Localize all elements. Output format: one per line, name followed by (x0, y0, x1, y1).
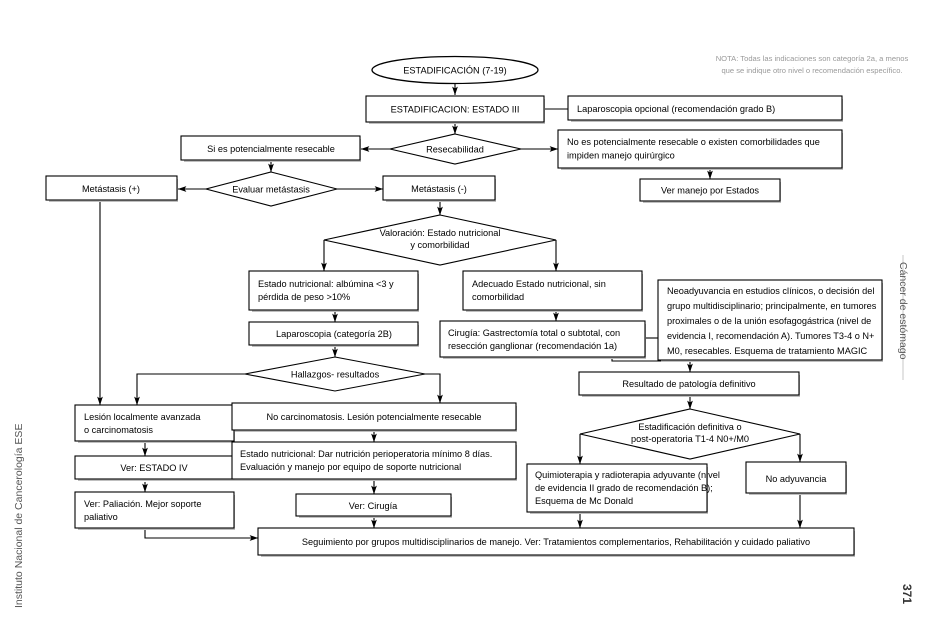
node-metastasis-positiva[interactable]: Metástasis (+) (45, 175, 178, 202)
node-label: Resultado de patología definitivo (622, 379, 755, 389)
node-estado-nutricional-albumina[interactable]: Estado nutricional: albúmina <3 y pérdid… (248, 270, 419, 312)
node-resultado-patologia[interactable]: Resultado de patología definitivo (578, 371, 800, 397)
node-label: Metástasis (-) (411, 184, 467, 194)
node-label: paliativo (84, 512, 118, 522)
node-label: Ver manejo por Estados (661, 186, 759, 196)
node-evaluar-metastasis-decision[interactable]: Evaluar metástasis (203, 171, 338, 207)
edge-n26-n28 (144, 530, 259, 541)
node-label: Estado nutricional: Dar nutrición periop… (240, 449, 492, 459)
node-label: pérdida de peso >10% (258, 292, 350, 302)
node-si-potencialmente-resecable[interactable]: Si es potencialmente resecable (180, 135, 361, 162)
node-label: Laparoscopia opcional (recomendación gra… (577, 104, 775, 114)
node-label: y comorbilidad (410, 240, 469, 250)
node-nutricion-perioperatoria[interactable]: Estado nutricional: Dar nutrición periop… (231, 441, 517, 481)
node-label: No es potencialmente resecable o existen… (567, 137, 820, 147)
node-quimio-radioterapia-adyuvante[interactable]: Quimioterapia y radioterapia adyuvante (… (526, 463, 720, 514)
node-ver-paliacion[interactable]: Ver: Paliación. Mejor soporte paliativo (74, 491, 235, 530)
note-line-1: NOTA: Todas las indicaciones son categor… (716, 54, 909, 63)
node-ver-estado-iv[interactable]: Ver: ESTADO IV (74, 455, 235, 481)
node-lesion-localmente-avanzada[interactable]: Lesión localmente avanzada o carcinomato… (74, 404, 235, 443)
node-label: Lesión localmente avanzada (84, 412, 201, 422)
node-label: Valoración: Estado nutricional (380, 228, 501, 238)
node-adecuado-estado-nutricional[interactable]: Adecuado Estado nutricional, sin comorbi… (462, 270, 643, 312)
node-estadificacion-start[interactable]: ESTADIFICACIÓN (7-19) (371, 55, 539, 85)
node-valoracion-nutricional-decision[interactable]: Valoración: Estado nutricional y comorbi… (323, 214, 557, 266)
node-label: Ver: ESTADO IV (120, 463, 188, 473)
node-label: post-operatoria T1-4 N0+/M0 (631, 434, 749, 444)
node-laparoscopia-categoria-2b[interactable]: Laparoscopia (categoría 2B) (248, 321, 419, 347)
node-metastasis-negativa[interactable]: Metástasis (-) (382, 175, 496, 202)
node-label: ESTADIFICACION: ESTADO III (391, 105, 520, 115)
node-ver-cirugia[interactable]: Ver: Cirugía (295, 493, 452, 518)
node-label: No carcinomatosis. Lesión potencialmente… (266, 412, 481, 422)
node-neoadyuvancia[interactable]: Neoadyuvancia en estudios clínicos, o de… (657, 279, 883, 362)
node-estadificacion-estado-iii[interactable]: ESTADIFICACION: ESTADO III (365, 95, 545, 124)
node-label: Ver: Paliación. Mejor soporte (84, 499, 201, 509)
folio-block: 371 (900, 584, 914, 604)
node-label: M0, resecables. Esquema de tratamiento M… (667, 346, 868, 356)
node-label: Adecuado Estado nutricional, sin (472, 279, 606, 289)
node-resecabilidad-decision[interactable]: Resecabilidad (389, 133, 522, 165)
node-no-adyuvancia[interactable]: No adyuvancia (745, 461, 847, 495)
node-label: Estadificación definitiva o (638, 422, 741, 432)
running-head-right-text: Cáncer de estómago (897, 262, 909, 360)
running-head-right: Cáncer de estómago (897, 255, 909, 380)
node-label: Evaluación y manejo por equipo de soport… (240, 462, 461, 472)
node-label: impiden manejo quirúrgico (567, 151, 675, 161)
node-estadificacion-definitiva-decision[interactable]: Estadificación definitiva o post-operato… (579, 408, 801, 460)
node-label: Metástasis (+) (82, 184, 140, 194)
running-head-left-text: Instituto Nacional de Cancerología ESE (13, 424, 25, 608)
note-line-2: que se indique otro nivel o recomendació… (721, 66, 902, 75)
node-label: proximales o de la unión esofagogástrica… (667, 316, 871, 326)
node-label: Resecabilidad (426, 145, 484, 155)
node-label: ESTADIFICACIÓN (7-19) (403, 66, 506, 76)
node-label: Esquema de Mc Donald (535, 496, 633, 506)
node-label: Seguimiento por grupos multidisciplinari… (302, 537, 810, 547)
node-label: o carcinomatosis (84, 425, 153, 435)
node-label: No adyuvancia (766, 474, 828, 484)
edge-n17-n20 (425, 373, 443, 404)
node-label: Quimioterapia y radioterapia adyuvante (… (535, 470, 720, 480)
node-no-resecable-comorbilidades[interactable]: No es potencialmente resecable o existen… (557, 129, 843, 170)
node-ver-manejo-por-estados[interactable]: Ver manejo por Estados (639, 178, 781, 203)
node-no-carcinomatosis[interactable]: No carcinomatosis. Lesión potencialmente… (231, 402, 517, 432)
node-hallazgos-resultados-decision[interactable]: Hallazgos- resultados (244, 356, 426, 392)
node-label: grupo multidisciplinario; principalmente… (667, 301, 877, 311)
node-label: Ver: Cirugía (349, 501, 398, 511)
folio-number: 371 (900, 584, 914, 604)
node-cirugia-gastrectomia[interactable]: Cirugía: Gastrectomía total o subtotal, … (439, 320, 646, 359)
edge-layer (97, 82, 803, 541)
node-label: de evidencia II grado de recomendación B… (535, 483, 713, 493)
node-label: Neoadyuvancia en estudios clínicos, o de… (667, 286, 874, 296)
running-head-left: Instituto Nacional de Cancerología ESE (13, 424, 25, 608)
node-label: resección ganglionar (recomendación 1a) (448, 341, 617, 351)
node-seguimiento-multidisciplinario[interactable]: Seguimiento por grupos multidisciplinari… (257, 527, 855, 557)
node-label: Si es potencialmente resecable (207, 144, 335, 154)
node-laparoscopia-opcional[interactable]: Laparoscopia opcional (recomendación gra… (567, 95, 843, 122)
node-label: Laparoscopia (categoría 2B) (276, 329, 392, 339)
node-label: Estado nutricional: albúmina <3 y (258, 279, 394, 289)
node-label: Hallazgos- resultados (291, 370, 380, 380)
node-label: comorbilidad (472, 292, 524, 302)
note-block: NOTA: Todas las indicaciones son categor… (716, 54, 909, 75)
node-label: evidencia I, recomendación A). Tumores T… (667, 331, 874, 341)
node-label: Cirugía: Gastrectomía total o subtotal, … (448, 328, 620, 338)
edge-n17-n19 (134, 373, 245, 406)
node-label: Evaluar metástasis (232, 185, 310, 195)
